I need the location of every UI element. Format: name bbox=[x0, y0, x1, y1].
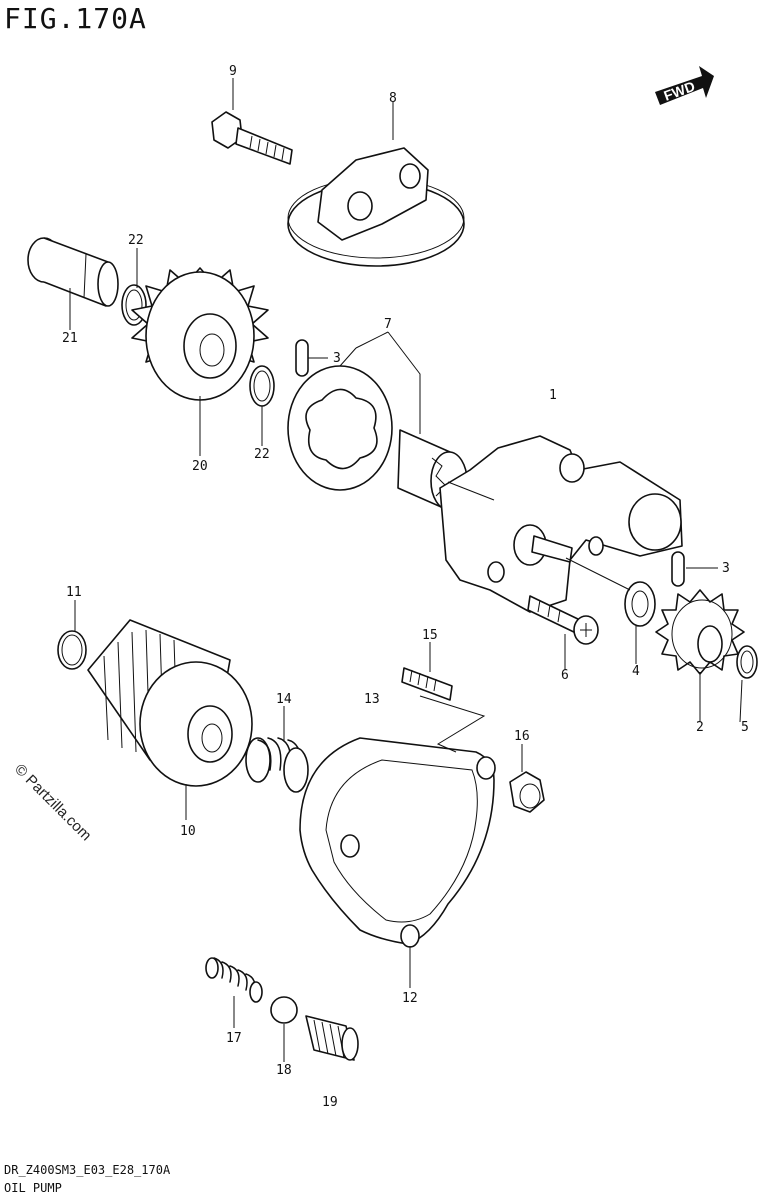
callout-label: 8 bbox=[389, 91, 397, 106]
section-name: OIL PUMP bbox=[4, 1181, 62, 1195]
leader-lines bbox=[69, 78, 743, 1062]
callout-label: 3 bbox=[722, 561, 730, 576]
callout-label: 14 bbox=[276, 692, 292, 707]
callout-label: 2 bbox=[696, 720, 704, 735]
callout-label: 22 bbox=[128, 233, 144, 248]
callout-label: 19 bbox=[322, 1095, 338, 1110]
callout-label: 11 bbox=[66, 585, 82, 600]
model-code: DR_Z400SM3_E03_E28_170A bbox=[4, 1163, 171, 1177]
callout-label: 12 bbox=[402, 991, 418, 1006]
callout-label: 17 bbox=[226, 1031, 242, 1046]
gear-20[interactable] bbox=[131, 267, 269, 401]
callout-label: 9 bbox=[229, 64, 237, 79]
o-ring-11[interactable] bbox=[57, 630, 87, 670]
callout-label: 1 bbox=[549, 388, 557, 403]
spring-17[interactable] bbox=[205, 957, 263, 1003]
circlip-22-lower[interactable] bbox=[249, 365, 275, 407]
filter-cover-12[interactable] bbox=[299, 737, 496, 948]
figure-title: FIG.170A bbox=[4, 2, 147, 35]
stud-15[interactable] bbox=[401, 667, 453, 701]
rotor-7-outer[interactable] bbox=[287, 365, 393, 491]
callout-label: 16 bbox=[514, 729, 530, 744]
callout-label: 15 bbox=[422, 628, 438, 643]
oil-filter-10[interactable] bbox=[87, 619, 253, 787]
callout-label: 21 bbox=[62, 331, 78, 346]
watermark-text: © Partzilla.com bbox=[11, 761, 94, 844]
shaft-21[interactable] bbox=[27, 237, 119, 307]
callout-label: 13 bbox=[364, 692, 380, 707]
dowel-pin-3-right[interactable] bbox=[671, 551, 685, 587]
callout-label: 5 bbox=[741, 720, 749, 735]
bolt-9[interactable] bbox=[211, 111, 293, 165]
washer-4[interactable] bbox=[624, 581, 656, 627]
nut-16[interactable] bbox=[509, 771, 545, 813]
gear-2[interactable] bbox=[655, 589, 745, 675]
plug-19[interactable] bbox=[305, 1015, 359, 1061]
fwd-arrow-icon: FWD bbox=[655, 66, 714, 105]
pump-cover-8[interactable] bbox=[287, 147, 465, 267]
dowel-pin-3-upper[interactable] bbox=[295, 339, 309, 377]
screw-6[interactable] bbox=[527, 595, 599, 645]
pump-body-1[interactable] bbox=[439, 435, 683, 613]
callout-label: 3 bbox=[333, 351, 341, 366]
callout-labels: 1 2 3 3 4 5 6 7 8 9 10 11 12 13 14 15 16… bbox=[62, 64, 749, 1110]
ball-18[interactable] bbox=[270, 996, 298, 1024]
callout-label: 18 bbox=[276, 1063, 292, 1078]
callout-label: 4 bbox=[632, 664, 640, 679]
callout-label: 20 bbox=[192, 459, 208, 474]
callout-label: 22 bbox=[254, 447, 270, 462]
callout-label: 6 bbox=[561, 668, 569, 683]
circlip-5[interactable] bbox=[736, 645, 758, 679]
callout-label: 7 bbox=[384, 317, 392, 332]
callout-label: 10 bbox=[180, 824, 196, 839]
fwd-label: FWD bbox=[662, 78, 697, 104]
spring-14[interactable] bbox=[245, 737, 309, 793]
